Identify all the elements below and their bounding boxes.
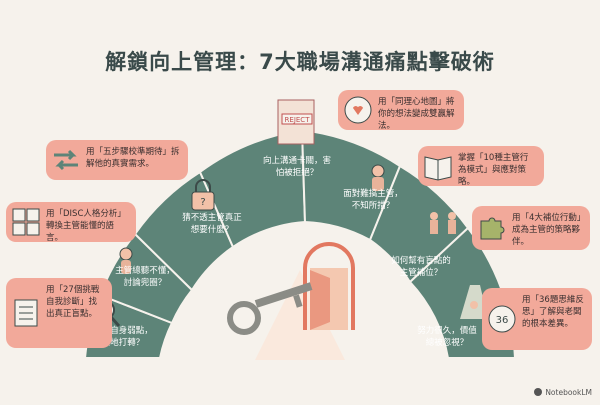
solution-text-left-3: 用「27個挑戰自我診斷」找出真正盲點。 xyxy=(46,285,100,319)
segment-text-5: 面對難搞主管，不知所措？ xyxy=(343,189,403,211)
solution-text-right-3: 用「4大補位行動」成為主管的策略夥伴。 xyxy=(512,213,582,247)
solution-card-right-1: 用「同理心地圖」將你的想法變成雙贏解法。 xyxy=(338,90,464,131)
key-icon xyxy=(227,282,313,335)
heart-brain-icon xyxy=(344,96,372,124)
svg-text:?: ? xyxy=(200,197,205,208)
reject-sign: REJECT xyxy=(285,116,311,124)
solution-text-right-4: 用「36題思維反思」了解與老闆的根本差異。 xyxy=(522,295,584,329)
light-beam xyxy=(255,270,345,360)
solution-card-left-1: 用「五步驟校準期待」拆解他的真實需求。 xyxy=(46,140,188,180)
solution-text-left-1: 用「五步驟校準期待」拆解他的真實需求。 xyxy=(86,147,180,169)
puzzle-icon xyxy=(480,217,505,240)
segment-text-6: 如何幫有盲點的主管補位？ xyxy=(391,256,451,278)
solution-card-left-3: 用「27個挑戰自我診斷」找出真正盲點。 xyxy=(6,278,112,348)
reject-door-icon: REJECT xyxy=(277,99,315,145)
door-icon xyxy=(303,242,355,330)
solution-text-right-2: 掌握「10種主管行為模式」與應對策略。 xyxy=(458,153,529,187)
solution-text-right-1: 用「同理心地圖」將你的想法變成雙贏解法。 xyxy=(378,97,455,131)
footer-text: NotebookLM xyxy=(545,388,592,397)
circle-36-icon: 36 xyxy=(488,305,516,333)
circle-number: 36 xyxy=(496,315,509,326)
confused-person-icon xyxy=(119,247,133,274)
segment-text-4: 向上溝通卡關，害怕被拒絕？ xyxy=(262,156,331,178)
segment-text-7: 努力很久，價值總被忽視？ xyxy=(417,326,477,348)
footer-brand: NotebookLM xyxy=(534,388,592,397)
handshake-icon xyxy=(430,212,456,234)
lock-icon: ? xyxy=(191,179,215,211)
solution-card-right-3: 用「4大補位行動」成為主管的策略夥伴。 xyxy=(472,206,590,250)
segment-text-2: 主管總聽不懂，討論兜圈？ xyxy=(115,266,175,288)
segment-text-3: 猜不透主管真正想要什麼？ xyxy=(182,213,242,235)
solution-card-right-4: 36 用「36題思維反思」了解與老闆的根本差異。 xyxy=(482,288,592,350)
page-title: 解鎖向上管理：7大職場溝通痛點擊破術 xyxy=(105,50,495,74)
solution-text-left-2: 用「DISC人格分析」轉換主管能懂的語言。 xyxy=(46,209,126,243)
checklist-icon xyxy=(14,299,38,327)
solution-card-right-2: 掌握「10種主管行為模式」與應對策略。 xyxy=(418,146,544,187)
notebooklm-logo-icon xyxy=(534,388,543,396)
stressed-person-icon xyxy=(371,164,385,191)
spotlight-person-icon xyxy=(460,285,488,319)
book-icon xyxy=(424,156,452,181)
segment-text-1: 不知自身弱點，原地打轉？ xyxy=(93,326,153,348)
disc-icon xyxy=(12,208,40,236)
solution-card-left-2: 用「DISC人格分析」轉換主管能懂的語言。 xyxy=(6,202,136,243)
arrows-icon xyxy=(54,149,78,171)
